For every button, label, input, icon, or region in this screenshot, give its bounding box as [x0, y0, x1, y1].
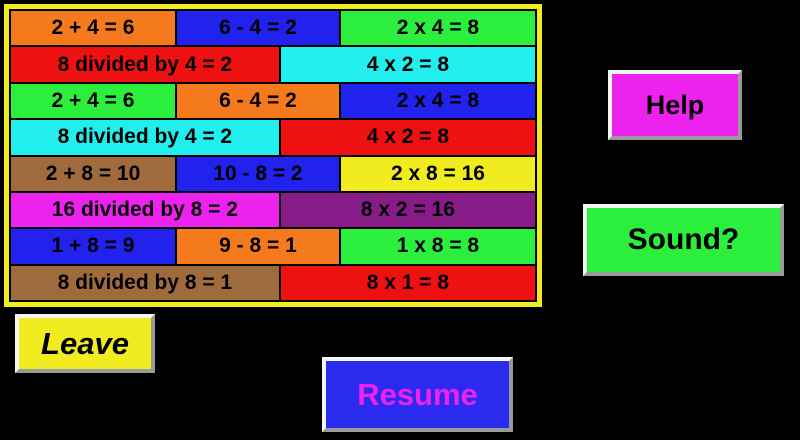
equation-tile[interactable]: 9 - 8 = 1	[177, 229, 339, 264]
help-button[interactable]: Help	[608, 70, 742, 140]
equation-tile[interactable]: 6 - 4 = 2	[177, 83, 339, 119]
equation-tile[interactable]: 2 + 4 = 6	[11, 11, 175, 46]
equation-tile[interactable]: 1 x 8 = 8	[340, 229, 535, 264]
equation-tile[interactable]: 8 x 1 = 8	[280, 265, 535, 300]
tile-row: 2 + 4 = 6 6 - 4 = 2 2 x 4 = 8	[11, 11, 535, 46]
leave-button[interactable]: Leave	[15, 314, 155, 373]
equation-tile[interactable]: 2 x 8 = 16	[340, 156, 535, 191]
tile-row: 8 divided by 4 = 2 4 x 2 = 8	[11, 120, 535, 155]
equation-tile[interactable]: 1 + 8 = 9	[11, 229, 175, 264]
equation-tile[interactable]: 8 divided by 8 = 1	[11, 265, 279, 300]
equation-tile[interactable]: 8 divided by 4 = 2	[11, 47, 279, 82]
tile-row: 1 + 8 = 9 9 - 8 = 1 1 x 8 = 8	[11, 229, 535, 264]
tile-row: 8 divided by 4 = 2 4 x 2 = 8	[11, 47, 535, 82]
equation-tile[interactable]: 4 x 2 = 8	[280, 120, 535, 155]
tile-row: 2 + 4 = 6 6 - 4 = 2 2 x 4 = 8	[11, 83, 535, 119]
equation-tile[interactable]: 2 + 8 = 10	[11, 156, 175, 191]
equation-board: 2 + 4 = 6 6 - 4 = 2 2 x 4 = 8 8 divided …	[4, 4, 542, 307]
equation-tile[interactable]: 2 x 4 = 8	[340, 11, 535, 46]
equation-grid: 2 + 4 = 6 6 - 4 = 2 2 x 4 = 8 8 divided …	[9, 9, 537, 302]
equation-tile[interactable]: 8 x 2 = 16	[280, 192, 535, 228]
tile-row: 16 divided by 8 = 2 8 x 2 = 16	[11, 192, 535, 228]
resume-button[interactable]: Resume	[322, 357, 513, 432]
equation-tile[interactable]: 10 - 8 = 2	[177, 156, 339, 191]
equation-tile[interactable]: 6 - 4 = 2	[177, 11, 339, 46]
equation-tile[interactable]: 2 x 4 = 8	[340, 83, 535, 119]
tile-row: 8 divided by 8 = 1 8 x 1 = 8	[11, 265, 535, 300]
equation-tile[interactable]: 16 divided by 8 = 2	[11, 192, 279, 228]
sound-toggle-button[interactable]: Sound?	[583, 204, 784, 276]
equation-tile[interactable]: 8 divided by 4 = 2	[11, 120, 279, 155]
tile-row: 2 + 8 = 10 10 - 8 = 2 2 x 8 = 16	[11, 156, 535, 191]
equation-tile[interactable]: 2 + 4 = 6	[11, 83, 175, 119]
equation-tile[interactable]: 4 x 2 = 8	[280, 47, 535, 82]
